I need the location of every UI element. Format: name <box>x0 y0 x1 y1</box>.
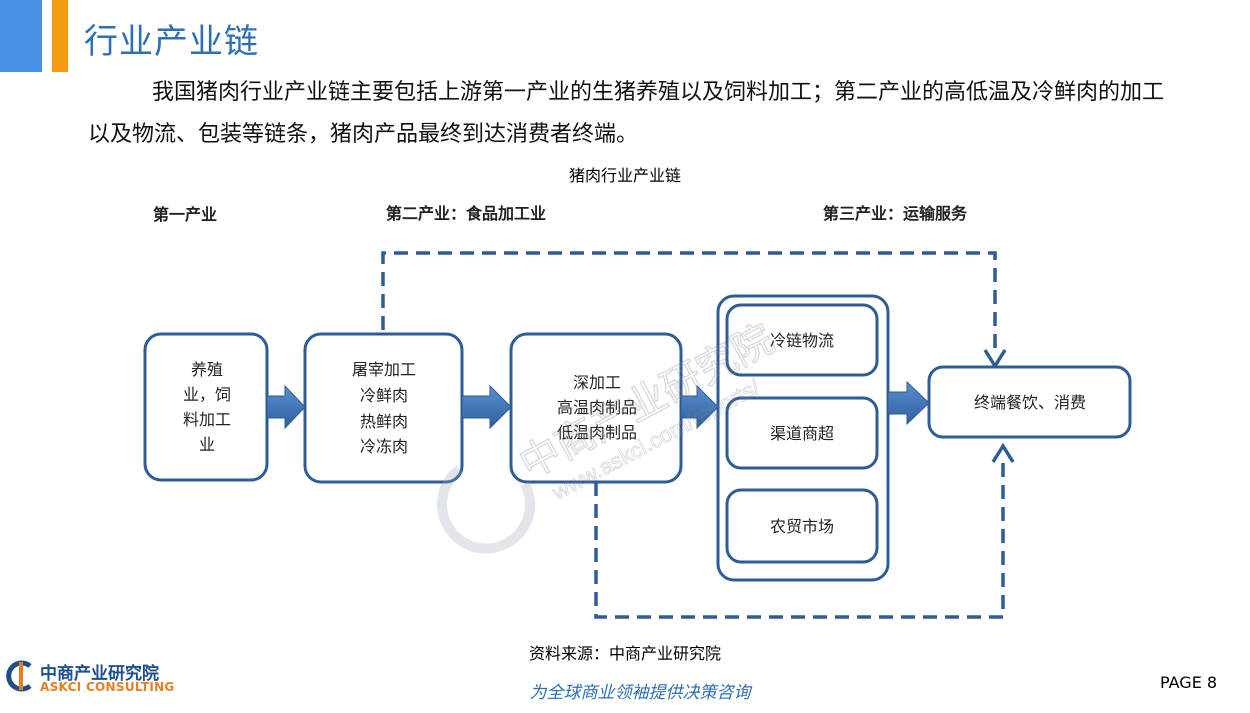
header-accent-blue <box>0 0 42 72</box>
channel-label: 渠道商超 <box>770 424 834 443</box>
arrow-1 <box>266 384 306 430</box>
arrow-3 <box>680 384 719 430</box>
box-breeding <box>143 332 269 482</box>
dashed-arrowhead-up <box>991 442 1015 463</box>
slaughter-line-1: 屠宰加工 <box>352 360 416 379</box>
box-market <box>725 488 879 564</box>
box-slaughter <box>303 332 464 484</box>
box-cold-chain <box>725 303 879 377</box>
header-accent-orange <box>52 0 68 72</box>
breeding-line-1: 养殖 <box>191 360 223 379</box>
source-note: 资料来源：中商产业研究院 <box>528 644 721 663</box>
logo-cn: 中商产业研究院 <box>40 664 159 684</box>
cold-chain-label: 冷链物流 <box>770 331 834 350</box>
slaughter-line-3: 热鲜肉 <box>360 412 408 431</box>
market-label: 农贸市场 <box>770 517 834 536</box>
box-terminal <box>927 365 1132 439</box>
box-channel <box>725 396 879 470</box>
breeding-line-4: 业 <box>199 435 215 454</box>
arrow-4 <box>887 380 930 426</box>
breeding-line-2: 业，饲 <box>183 385 231 404</box>
deep-line-3: 低温肉制品 <box>557 423 637 442</box>
stage-label-tertiary: 第三产业：运输服务 <box>823 204 968 223</box>
stage-label-primary: 第一产业 <box>153 205 217 224</box>
dashed-arrowhead-down <box>983 349 1007 370</box>
dashed-connectors <box>381 251 1005 619</box>
page-number: PAGE 8 <box>1160 673 1218 692</box>
logo-en: ASKCI CONSULTING <box>40 680 175 694</box>
page-title: 行业产业链 <box>84 22 259 62</box>
deep-line-2: 高温肉制品 <box>557 398 637 417</box>
terminal-label: 终端餐饮、消费 <box>974 393 1086 412</box>
stage-label-secondary: 第二产业：食品加工业 <box>386 204 546 223</box>
deep-line-1: 深加工 <box>573 373 621 392</box>
arrow-2 <box>461 384 512 430</box>
diagram-title: 猪肉行业产业链 <box>568 166 681 185</box>
slogan: 为全球商业领袖提供决策咨询 <box>529 683 751 703</box>
slaughter-line-4: 冷冻肉 <box>360 437 408 456</box>
slaughter-line-2: 冷鲜肉 <box>360 386 408 405</box>
askci-logo-icon <box>6 660 32 692</box>
intro-paragraph: 我国猪肉行业产业链主要包括上游第一产业的生猪养殖以及饲料加工；第二产业的高低温及… <box>88 80 1165 147</box>
breeding-line-3: 料加工 <box>183 410 231 429</box>
